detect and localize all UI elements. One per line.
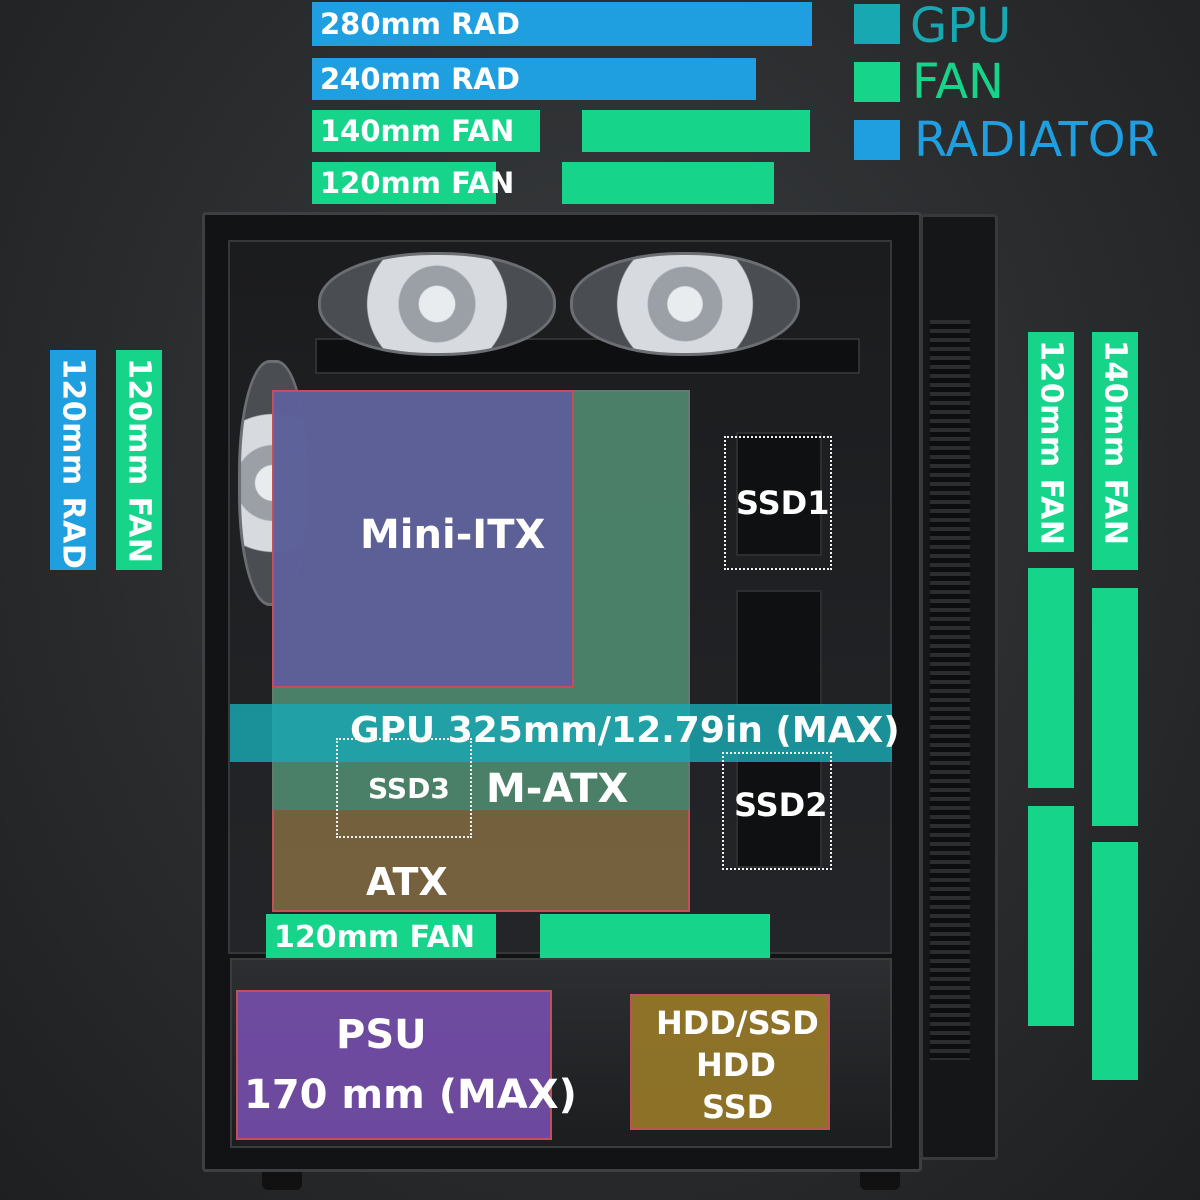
top-fan-1-icon [318,252,556,356]
gpu-clearance-label: GPU 325mm/12.79in (MAX) [350,710,900,751]
ssd3-outline [336,738,472,838]
case-foot-right [860,1172,900,1190]
front-bar-140mm-fan-2 [1092,588,1138,826]
top-bar-120mm-fan-1: 120mm FAN [312,162,514,204]
bottom-bar-120mm-fan-label: 120mm FAN [274,920,475,955]
legend-fan-label: FAN [912,54,1004,110]
ssd3-label: SSD3 [368,772,450,805]
psu-length: 170 mm (MAX) [244,1072,577,1118]
front-mesh [930,320,970,1060]
ssd2-label: SSD2 [734,786,828,824]
legend-gpu-label: GPU [910,0,1012,54]
front-bar-120mm-fan-1: 120mm FAN [1028,332,1074,552]
ssd2-outline [722,752,832,870]
drive-cage-line2: HDD [696,1046,776,1084]
top-bar-280mm-rad-label: 280mm RAD [320,6,520,41]
front-bar-140mm-fan-label: 140mm FAN [1097,340,1133,546]
mini-itx-zone [272,390,574,688]
bottom-bar-120mm-fan-1: 120mm FAN [266,914,496,962]
front-bar-120mm-fan-3 [1028,806,1074,1026]
ssd1-outline [724,436,832,570]
top-bar-120mm-fan-label: 120mm FAN [320,165,515,200]
top-fan-2-icon [570,252,800,356]
front-bar-140mm-fan-3 [1092,842,1138,1080]
case-foot-left [262,1172,302,1190]
front-bar-140mm-fan-1: 140mm FAN [1092,332,1138,570]
ssd1-bay [736,432,822,556]
mini-itx-label: Mini-ITX [360,512,546,558]
ssd1-label: SSD1 [736,484,830,522]
top-bar-140mm-fan-label: 140mm FAN [320,113,515,148]
rear-bar-120mm-fan-label: 120mm FAN [121,358,157,564]
psu-zone [236,990,552,1140]
legend-gpu-swatch [854,4,900,44]
front-bar-120mm-fan-2 [1028,568,1074,788]
rear-bar-120mm-rad: 120mm RAD [50,350,96,570]
legend-fan-swatch [854,62,900,102]
top-bar-240mm-rad: 240mm RAD [312,58,756,100]
front-bar-120mm-fan-label: 120mm FAN [1033,340,1069,546]
drive-cage-line3: SSD [702,1088,774,1126]
ssd2-bay [736,750,822,868]
top-bar-140mm-fan-1: 140mm FAN [312,110,540,152]
middle-bay [736,590,822,706]
top-bar-140mm-fan-2 [582,110,810,152]
rear-bar-120mm-fan: 120mm FAN [116,350,162,570]
legend-radiator-swatch [854,120,900,160]
top-bar-280mm-rad: 280mm RAD [312,2,812,46]
drive-cage-zone [630,994,830,1130]
top-bar-120mm-fan-2 [562,162,774,204]
legend-radiator-label: RADIATOR [914,112,1159,168]
rear-bar-120mm-rad-label: 120mm RAD [55,358,91,570]
bottom-bar-120mm-fan-2 [540,914,770,962]
drive-cage-line1: HDD/SSD [656,1004,819,1042]
atx-label: ATX [366,860,448,904]
m-atx-label: M-ATX [486,766,629,812]
psu-title: PSU [336,1012,427,1058]
top-bar-240mm-rad-label: 240mm RAD [320,61,520,96]
